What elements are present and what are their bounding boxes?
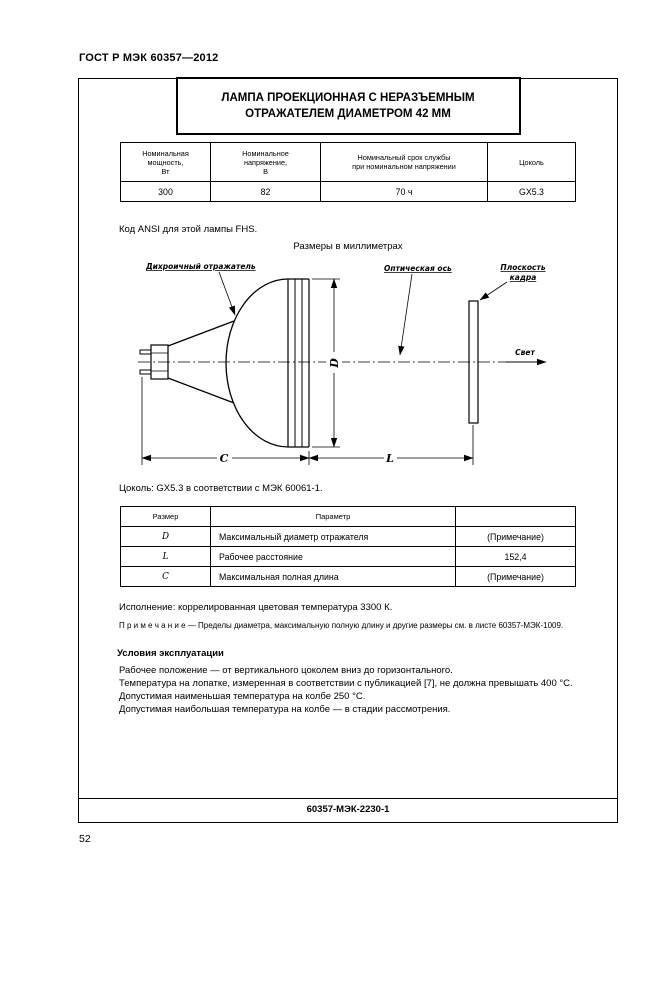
voltage-header: Номинальное напряжение, В <box>210 142 321 183</box>
optical-axis-label: Оптическая ось <box>384 264 452 273</box>
value-header <box>455 506 576 528</box>
dimensions-table: Размер Параметр D Максимальный диаметр о… <box>120 506 576 588</box>
dimension-c-l <box>141 377 474 466</box>
dimension-row-c: C Максимальная полная длина (Примечание) <box>120 566 576 588</box>
dim-c-label: C <box>220 452 229 465</box>
life-value: 70 ч <box>320 181 488 203</box>
life-header: Номинальный срок службы при номинальном … <box>320 142 488 183</box>
ratings-header-row: Номинальная мощность, Вт Номинальное нап… <box>120 142 576 183</box>
standard-sheet: ЛАМПА ПРОЕКЦИОННАЯ С НЕРАЗЪЕМНЫМ ОТРАЖАТ… <box>78 77 618 823</box>
size-header: Размер <box>120 506 211 528</box>
condition-item-max-bulb-temp: Допустимая наибольшая температура на кол… <box>119 704 451 716</box>
condition-item-blade-temp: Температура на лопатке, измеренная в соо… <box>119 678 573 690</box>
dimension-row-d: D Максимальный диаметр отражателя (Приме… <box>120 526 576 548</box>
dimensions-units-caption: Размеры в миллиметрах <box>293 241 403 253</box>
dim-value-cell: 152,4 <box>455 546 576 568</box>
cap-header: Цоколь <box>487 142 576 183</box>
dim-value-cell: (Примечание) <box>455 526 576 548</box>
dim-symbol-cell: D <box>120 526 211 548</box>
power-value: 300 <box>120 181 211 203</box>
callouts: Дихроичный отражатель Оптическая ось Пло… <box>145 262 546 356</box>
ansi-code-text: Код ANSI для этой лампы FHS. <box>119 224 258 236</box>
dimension-d: D <box>312 278 342 448</box>
ratings-table: Номинальная мощность, Вт Номинальное нап… <box>120 142 576 203</box>
dim-parameter-cell: Максимальный диаметр отражателя <box>210 526 456 548</box>
dimensions-header-row: Размер Параметр <box>120 506 576 528</box>
dim-parameter-cell: Максимальная полная длина <box>210 566 456 588</box>
reflector-label: Дихроичный отражатель <box>145 262 256 271</box>
dim-l-label: L <box>385 452 394 465</box>
lamp-dimension-drawing: Свет <box>116 255 586 480</box>
condition-item-min-bulb-temp: Допустимая наименьшая температура на кол… <box>119 691 366 703</box>
color-temperature-text: Исполнение: коррелированная цветовая тем… <box>119 602 393 614</box>
condition-item-position: Рабочее положение — от вертикального цок… <box>119 665 453 677</box>
lamp-body <box>139 278 310 449</box>
dim-parameter-cell: Рабочее расстояние <box>210 546 456 568</box>
note-text: П р и м е ч а н и е — Пределы диаметра, … <box>119 621 564 631</box>
doc-number: ГОСТ Р МЭК 60357—2012 <box>79 52 219 64</box>
dim-symbol-cell: C <box>120 566 211 588</box>
voltage-value: 82 <box>210 181 321 203</box>
cap-reference-text: Цоколь: GX5.3 в соответствии с МЭК 60061… <box>119 483 323 495</box>
page-number: 52 <box>79 833 91 845</box>
parameter-header: Параметр <box>210 506 456 528</box>
dim-value-cell: (Примечание) <box>455 566 576 588</box>
lamp-title: ЛАМПА ПРОЕКЦИОННАЯ С НЕРАЗЪЕМНЫМ ОТРАЖАТ… <box>175 77 521 136</box>
frame-plane-label-line2: кадра <box>510 273 537 282</box>
sheet-code: 60357-МЭК-2230-1 <box>79 798 617 822</box>
ratings-value-row: 300 82 70 ч GX5.3 <box>120 181 576 203</box>
power-header: Номинальная мощность, Вт <box>120 142 211 183</box>
dim-symbol-cell: L <box>120 546 211 568</box>
dimension-row-l: L Рабочее расстояние 152,4 <box>120 546 576 568</box>
dim-d-label: D <box>328 358 341 369</box>
frame-plane-label-line1: Плоскость <box>500 263 545 272</box>
operating-conditions-heading: Условия эксплуатации <box>117 648 224 660</box>
light-label: Свет <box>515 348 535 357</box>
cap-value: GX5.3 <box>487 181 576 203</box>
